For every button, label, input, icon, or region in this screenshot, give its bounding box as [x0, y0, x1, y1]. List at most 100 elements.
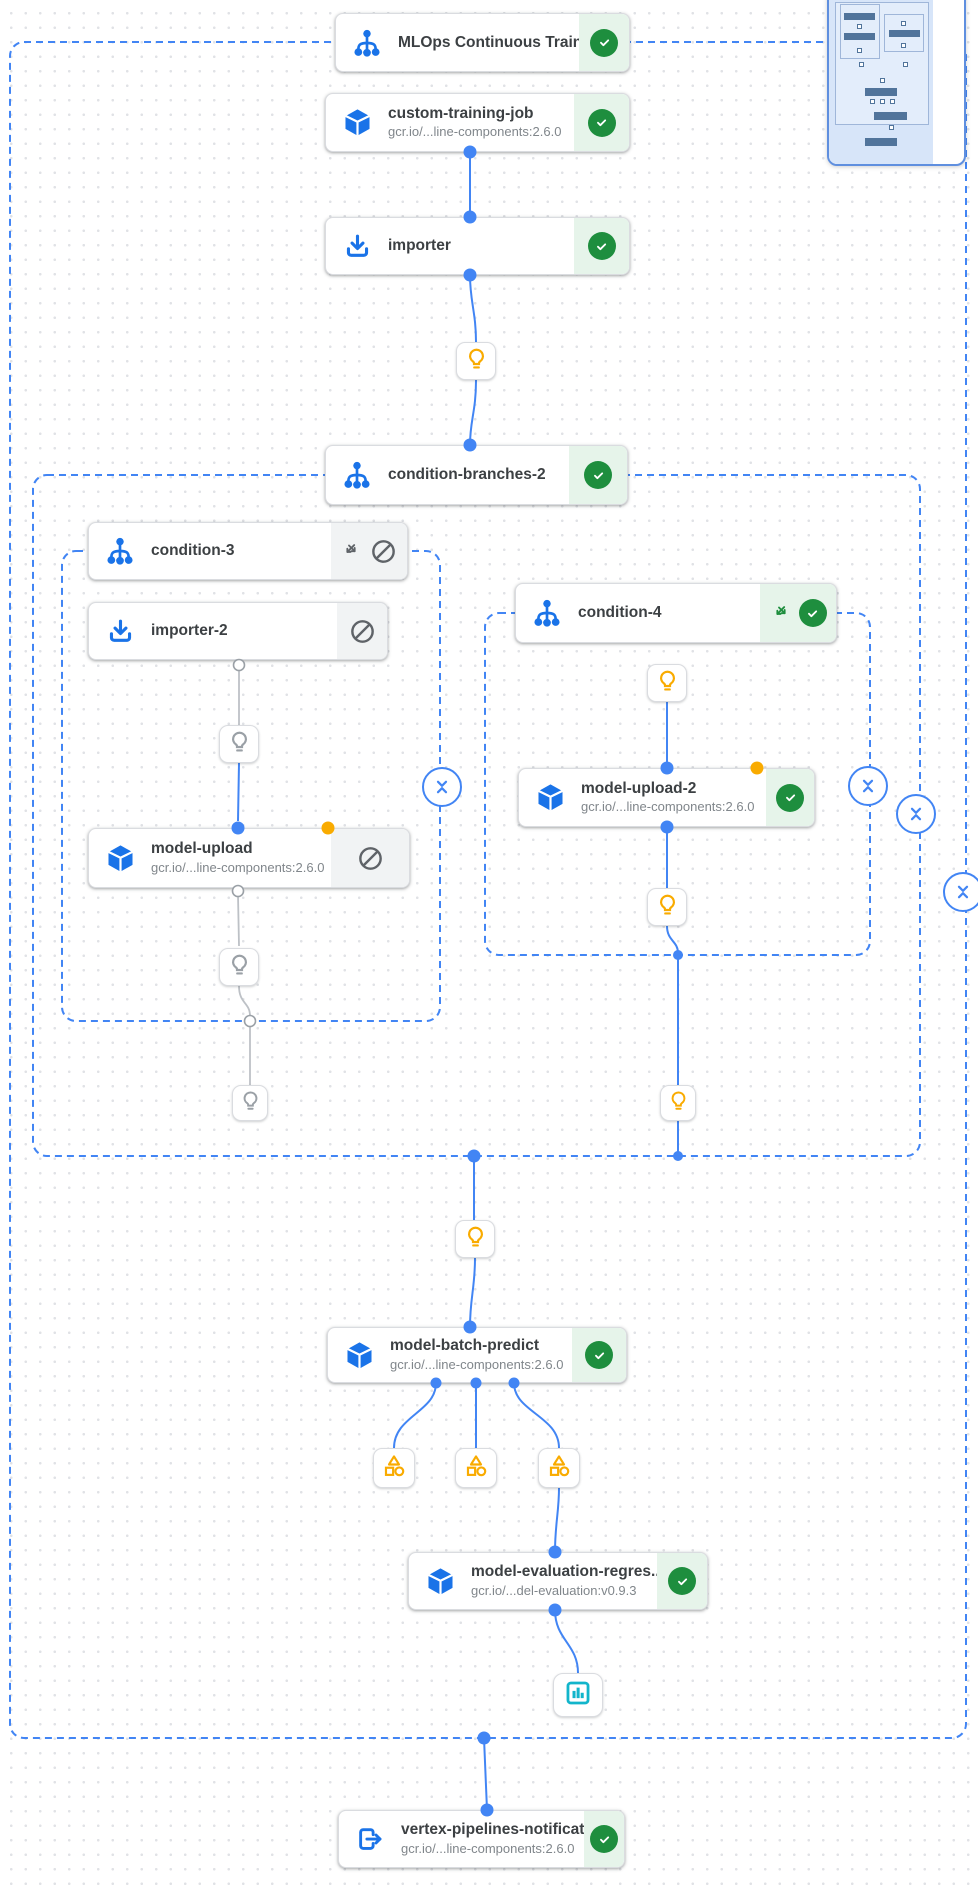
blocked-icon	[348, 617, 377, 646]
component-cube-icon	[409, 1566, 471, 1597]
unfold-less-icon	[862, 779, 874, 793]
node-title: model-upload-2	[581, 779, 697, 797]
pipeline-graph-icon	[336, 27, 398, 59]
lightbulb-icon	[463, 1224, 488, 1254]
node-title: importer	[388, 237, 451, 255]
minimap-node-bar	[889, 30, 920, 37]
node-model-upload-2[interactable]: model-upload-2 gcr.io/...line-components…	[518, 768, 815, 827]
node-condition-4[interactable]: condition-4	[515, 583, 837, 643]
condition-graph-icon	[516, 597, 578, 629]
status-badge-succeeded	[574, 218, 629, 274]
graph-minimap[interactable]	[827, 0, 966, 166]
collapse-group-button[interactable]	[848, 766, 888, 806]
importer-icon	[326, 231, 388, 262]
node-custom-training-job[interactable]: custom-training-job gcr.io/...line-compo…	[325, 93, 630, 152]
node-title: condition-3	[151, 542, 235, 560]
artifact-metrics[interactable]	[538, 1448, 580, 1488]
node-title: model-upload	[151, 840, 253, 858]
minimap-node-bar	[865, 88, 897, 96]
success-check-icon	[798, 599, 827, 627]
artifact-parameter-skipped[interactable]	[219, 725, 259, 763]
node-model-upload[interactable]: model-upload gcr.io/...line-components:2…	[88, 828, 410, 888]
category-shapes-icon	[381, 1453, 407, 1484]
node-title: condition-branches-2	[388, 466, 546, 484]
minimap-node-bar	[865, 138, 897, 146]
component-cube-icon	[519, 782, 581, 813]
node-condition-branches-2[interactable]: condition-branches-2	[325, 445, 628, 505]
status-badge-skipped	[337, 603, 387, 659]
artifact-parameter[interactable]	[647, 664, 687, 702]
status-badge-branch-succeeded	[760, 584, 836, 642]
artifact-parameter-skipped[interactable]	[219, 948, 259, 986]
artifact-metrics[interactable]	[455, 1448, 497, 1488]
node-subtitle: gcr.io/...line-components:2.6.0	[388, 124, 562, 140]
node-importer[interactable]: importer	[325, 217, 630, 275]
artifact-parameter[interactable]	[455, 1220, 495, 1258]
node-title: importer-2	[151, 622, 228, 640]
minimap-node-bar	[844, 33, 875, 40]
artifact-parameter[interactable]	[660, 1085, 696, 1121]
node-title: condition-4	[578, 604, 662, 622]
artifact-parameter[interactable]	[456, 342, 496, 380]
artifact-parameter-skipped[interactable]	[232, 1085, 268, 1121]
node-vertex-pipelines-notification[interactable]: vertex-pipelines-notificat... gcr.io/...…	[338, 1810, 625, 1868]
minimap-artifact-dot	[857, 24, 862, 29]
status-badge-succeeded	[569, 446, 627, 504]
status-badge-succeeded	[584, 1811, 624, 1867]
status-badge-skipped	[331, 523, 407, 579]
minimap-artifact-dot	[880, 78, 885, 83]
lightbulb-icon	[667, 1089, 690, 1117]
success-check-icon	[587, 108, 616, 137]
artifact-parameter[interactable]	[647, 888, 687, 926]
condition-graph-icon	[89, 535, 151, 567]
component-cube-icon	[326, 107, 388, 138]
status-badge-succeeded	[572, 1328, 626, 1382]
minimap-artifact-dot	[889, 125, 894, 130]
exit-to-app-icon	[339, 1824, 401, 1854]
node-importer-2[interactable]: importer-2	[88, 602, 388, 660]
success-check-icon	[668, 1567, 696, 1595]
status-badge-succeeded	[766, 769, 814, 826]
success-check-icon	[776, 783, 804, 812]
status-badge-succeeded	[579, 14, 629, 71]
blocked-icon	[369, 537, 398, 566]
minimap-artifact-dot	[901, 21, 906, 26]
minimap-artifact-dot	[880, 99, 885, 104]
node-pipeline-root[interactable]: MLOps Continuous Traini...	[335, 13, 630, 72]
node-condition-3[interactable]: condition-3	[88, 522, 408, 580]
minimap-node-bar	[874, 112, 907, 120]
unfold-less-icon	[957, 885, 969, 899]
node-model-batch-predict[interactable]: model-batch-predict gcr.io/...line-compo…	[327, 1327, 627, 1383]
node-title: vertex-pipelines-notificat...	[401, 1821, 598, 1839]
node-subtitle: gcr.io/...del-evaluation:v0.9.3	[471, 1582, 637, 1598]
node-subtitle: gcr.io/...line-components:2.6.0	[581, 799, 755, 815]
artifact-html-metrics[interactable]	[553, 1673, 603, 1717]
node-title: custom-training-job	[388, 104, 534, 122]
collapse-group-button[interactable]	[943, 872, 978, 912]
branch-icon	[340, 540, 362, 562]
collapse-group-button[interactable]	[896, 794, 936, 834]
node-title: MLOps Continuous Traini...	[398, 33, 600, 51]
artifact-metrics[interactable]	[373, 1448, 415, 1488]
node-title: model-batch-predict	[390, 1337, 539, 1355]
minimap-artifact-dot	[859, 62, 864, 67]
lightbulb-icon	[239, 1089, 262, 1117]
category-shapes-icon	[463, 1453, 489, 1484]
lightbulb-icon	[227, 729, 252, 759]
status-badge-skipped	[331, 829, 409, 887]
success-check-icon	[590, 28, 618, 57]
success-check-icon	[584, 461, 612, 489]
component-cube-icon	[328, 1340, 390, 1371]
branch-taken-icon	[770, 602, 792, 624]
minimap-artifact-dot	[857, 48, 862, 53]
lightbulb-icon	[227, 952, 252, 982]
success-check-icon	[585, 1341, 613, 1369]
component-cube-icon	[89, 843, 151, 874]
collapse-group-button[interactable]	[422, 767, 462, 807]
minimap-artifact-dot	[901, 43, 906, 48]
node-model-evaluation-regression[interactable]: model-evaluation-regres... gcr.io/...del…	[408, 1552, 708, 1610]
success-check-icon	[587, 232, 616, 260]
status-badge-succeeded	[574, 94, 629, 151]
node-subtitle: gcr.io/...line-components:2.6.0	[390, 1356, 564, 1372]
